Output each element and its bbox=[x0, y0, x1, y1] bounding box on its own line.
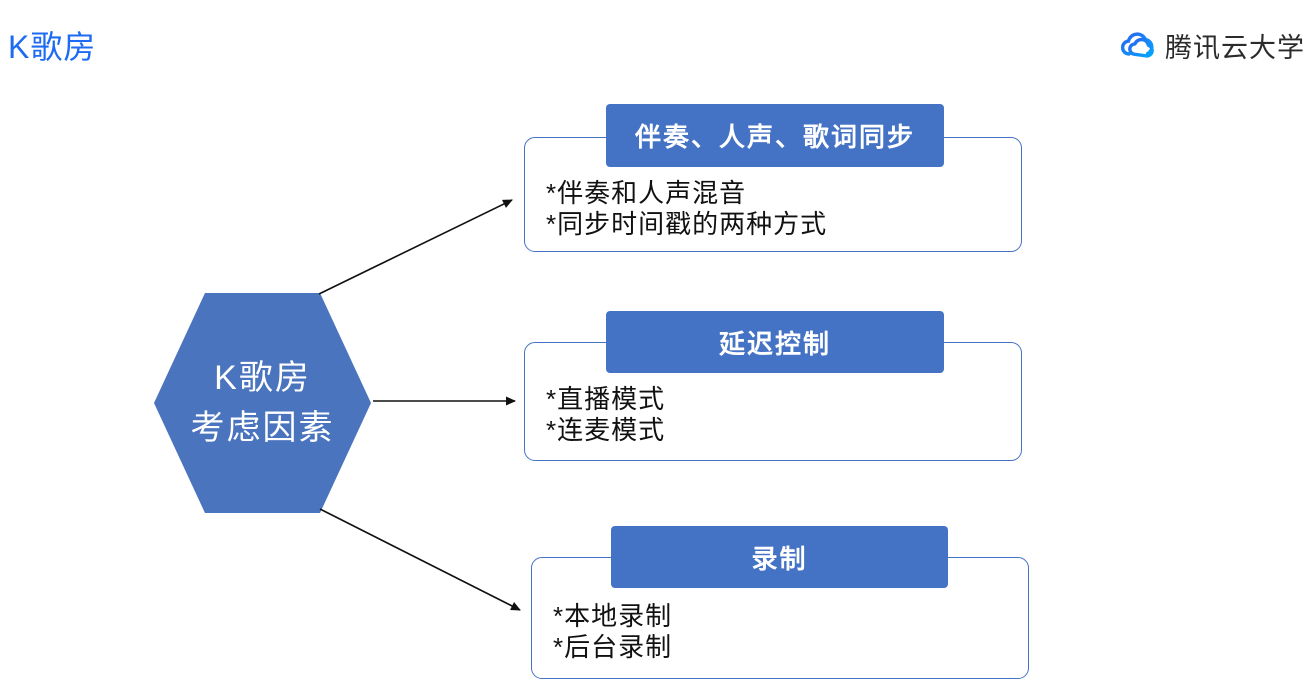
tencent-cloud-logo: 腾讯云大学 bbox=[1118, 26, 1305, 65]
node-body: *本地录制 *后台录制 bbox=[553, 601, 672, 663]
arrow-to-sync bbox=[318, 199, 513, 295]
logo-text: 腾讯云大学 bbox=[1165, 33, 1305, 63]
topic-node-latency: 延迟控制 *直播模式 *连麦模式 bbox=[524, 311, 1022, 461]
topic-node-sync: 伴奏、人声、歌词同步 *伴奏和人声混音 *同步时间戳的两种方式 bbox=[524, 104, 1022, 252]
node-header: 延迟控制 bbox=[606, 311, 944, 373]
cloud-icon bbox=[1120, 31, 1154, 58]
page-title: K歌房 bbox=[8, 29, 97, 65]
node-header: 录制 bbox=[611, 526, 948, 588]
hexagon-label-line2: 考虑因素 bbox=[190, 409, 335, 447]
node-item: *伴奏和人声混音 bbox=[546, 178, 747, 208]
node-item: *同步时间戳的两种方式 bbox=[546, 209, 828, 239]
node-header: 伴奏、人声、歌词同步 bbox=[606, 104, 944, 167]
hexagon-node: K歌房 考虑因素 bbox=[154, 293, 371, 513]
node-body: *伴奏和人声混音 *同步时间戳的两种方式 bbox=[546, 178, 827, 240]
node-body: *直播模式 *连麦模式 bbox=[546, 384, 665, 446]
hexagon-label-line1: K歌房 bbox=[214, 359, 311, 397]
node-item: *后台录制 bbox=[553, 632, 673, 662]
node-item: *本地录制 bbox=[553, 601, 673, 631]
arrow-to-record bbox=[319, 508, 521, 611]
topic-node-record: 录制 *本地录制 *后台录制 bbox=[531, 526, 1029, 679]
hexagon-label: K歌房 考虑因素 bbox=[191, 353, 335, 453]
node-item: *连麦模式 bbox=[546, 415, 666, 445]
node-item: *直播模式 bbox=[546, 384, 666, 414]
